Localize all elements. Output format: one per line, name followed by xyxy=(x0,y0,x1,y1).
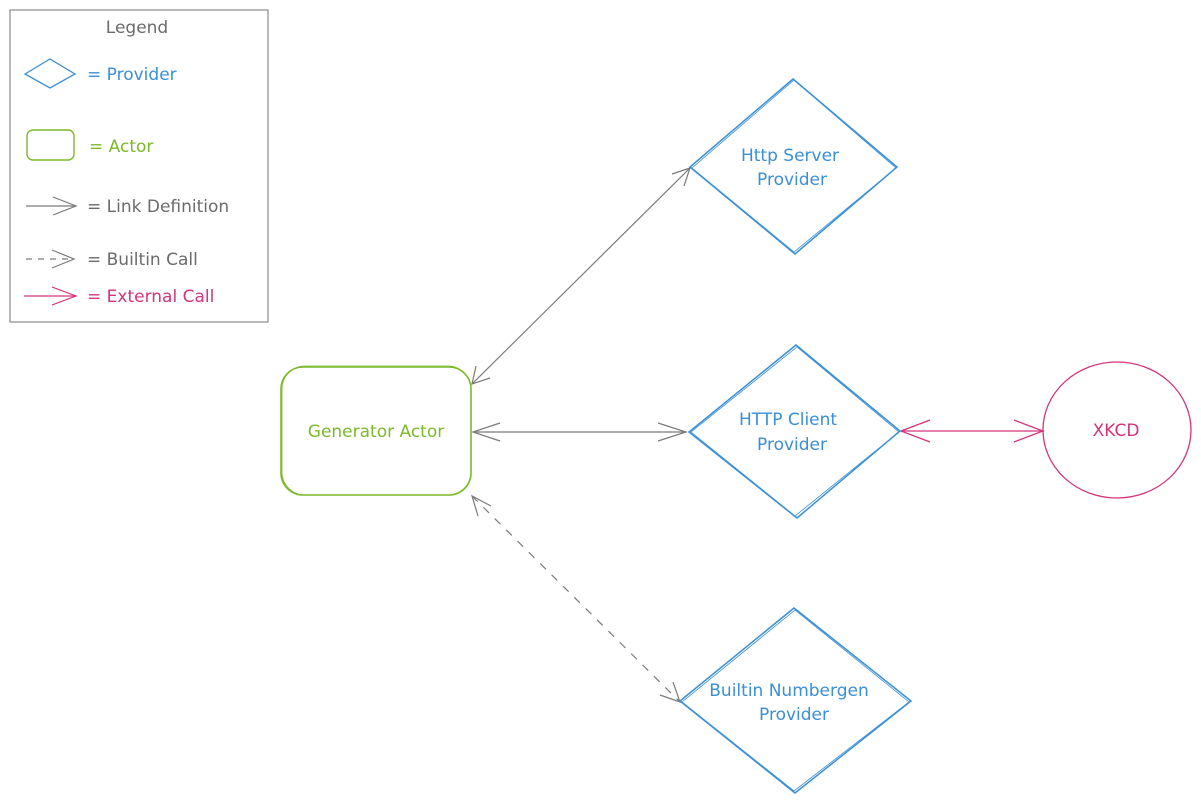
legend-diamond-icon xyxy=(23,58,77,89)
node-http-client-provider[interactable]: HTTP Client Provider xyxy=(687,344,902,519)
generator-actor-label: Generator Actor xyxy=(308,422,444,442)
legend-dashed-arrow-icon xyxy=(26,249,76,269)
legend-label-actor: = Actor xyxy=(89,137,153,157)
legend-label-link-definition: = Link Definition xyxy=(87,197,229,217)
http-client-label-line1: HTTP Client xyxy=(739,410,837,430)
legend-border xyxy=(9,9,269,323)
legend-title: Legend xyxy=(106,18,168,38)
node-xkcd[interactable]: XKCD xyxy=(1042,361,1192,499)
legend-label-builtin-call: = Builtin Call xyxy=(87,250,198,270)
edge-http-client-xkcd xyxy=(899,419,1045,443)
legend-external-arrow-icon xyxy=(24,286,78,306)
node-generator-actor[interactable]: Generator Actor xyxy=(280,365,472,496)
numbergen-label-line1: Builtin Numbergen xyxy=(709,681,868,701)
legend-label-provider: = Provider xyxy=(87,65,177,85)
edge-actor-http-client xyxy=(471,422,688,442)
legend-rounded-rect-icon xyxy=(26,129,75,161)
legend-label-external-call: = External Call xyxy=(87,287,214,307)
numbergen-label-line2: Provider xyxy=(759,705,829,725)
http-client-label-line2: Provider xyxy=(757,435,827,455)
node-numbergen-provider[interactable]: Builtin Numbergen Provider xyxy=(678,607,913,794)
legend-solid-arrow-icon xyxy=(26,196,78,216)
xkcd-label: XKCD xyxy=(1093,421,1140,441)
edge-actor-numbergen xyxy=(471,494,681,703)
http-server-label-line1: Http Server xyxy=(741,146,839,166)
edge-actor-http-server xyxy=(471,167,691,385)
legend: Legend = Provider = Actor = Link Definit… xyxy=(9,9,269,323)
http-server-label-line2: Provider xyxy=(757,170,827,190)
node-http-server-provider[interactable]: Http Server Provider xyxy=(688,78,899,255)
